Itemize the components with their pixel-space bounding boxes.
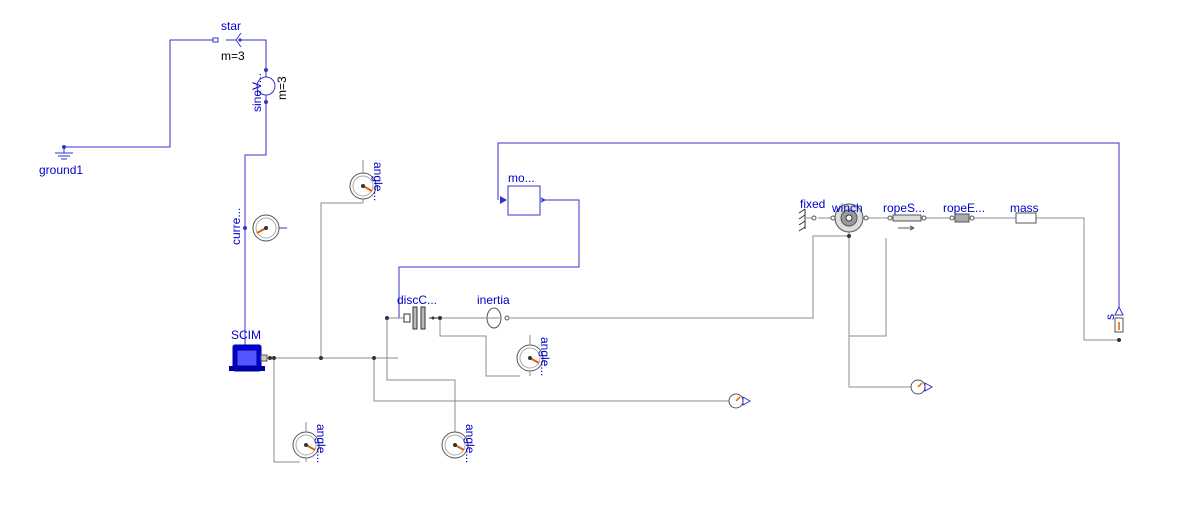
motor-block-component[interactable]: mo... bbox=[500, 171, 547, 216]
angle-sensor-bottom[interactable]: angle... bbox=[441, 424, 477, 463]
inertia-label: inertia bbox=[477, 293, 510, 307]
scim-motor[interactable]: SCIM bbox=[229, 328, 268, 372]
disc-clutch-component[interactable]: discC... bbox=[397, 293, 440, 330]
sine-voltage-component[interactable]: sineV... m=3 bbox=[250, 70, 289, 112]
mechanical-wires bbox=[265, 202, 1119, 463]
winch-component[interactable]: winch bbox=[818, 201, 869, 238]
fixed-component[interactable]: fixed bbox=[798, 197, 825, 232]
rope-end-label: ropeE... bbox=[943, 201, 985, 215]
angle-sensor-mid-label: angle... bbox=[538, 337, 552, 376]
rope-spring-component[interactable]: ropeS... bbox=[883, 201, 927, 231]
angle-sensor-left-label: angle... bbox=[314, 424, 328, 463]
sine-voltage-label: sineV... bbox=[250, 73, 264, 112]
star-label: star bbox=[221, 19, 241, 33]
mass-component[interactable]: mass bbox=[1010, 201, 1039, 224]
angle-sensor-top[interactable]: angle... bbox=[349, 160, 385, 203]
position-sensor-label: s bbox=[1103, 314, 1117, 320]
position-sensor-component[interactable]: s bbox=[1103, 305, 1124, 333]
star-param: m=3 bbox=[221, 49, 245, 63]
fixed-label: fixed bbox=[800, 197, 825, 211]
motor-block-label: mo... bbox=[508, 171, 535, 185]
current-sensor-component[interactable]: curre... bbox=[229, 208, 287, 245]
star-component[interactable]: star m=3 bbox=[212, 19, 245, 63]
current-sensor-label: curre... bbox=[229, 208, 243, 245]
rope-end-component[interactable]: ropeE... bbox=[943, 201, 985, 223]
junction-dots bbox=[243, 68, 1121, 360]
scim-label: SCIM bbox=[231, 328, 261, 342]
speed-sensor-center[interactable] bbox=[728, 393, 752, 409]
angle-sensor-mid[interactable]: angle... bbox=[516, 335, 552, 376]
electrical-wires bbox=[64, 39, 1120, 348]
mass-label: mass bbox=[1010, 201, 1039, 215]
angle-sensor-top-label: angle... bbox=[371, 162, 385, 201]
sine-voltage-param: m=3 bbox=[275, 76, 289, 100]
angle-sensor-left[interactable]: angle... bbox=[292, 422, 328, 463]
ground-component[interactable]: ground1 bbox=[39, 145, 83, 177]
inertia-component[interactable]: inertia bbox=[477, 293, 510, 329]
disc-clutch-label: discC... bbox=[397, 293, 437, 307]
angle-sensor-bottom-label: angle... bbox=[463, 424, 477, 463]
rope-spring-label: ropeS... bbox=[883, 201, 925, 215]
ground-label: ground1 bbox=[39, 163, 83, 177]
winch-label: winch bbox=[831, 201, 863, 215]
speed-sensor-winch[interactable] bbox=[910, 379, 934, 395]
